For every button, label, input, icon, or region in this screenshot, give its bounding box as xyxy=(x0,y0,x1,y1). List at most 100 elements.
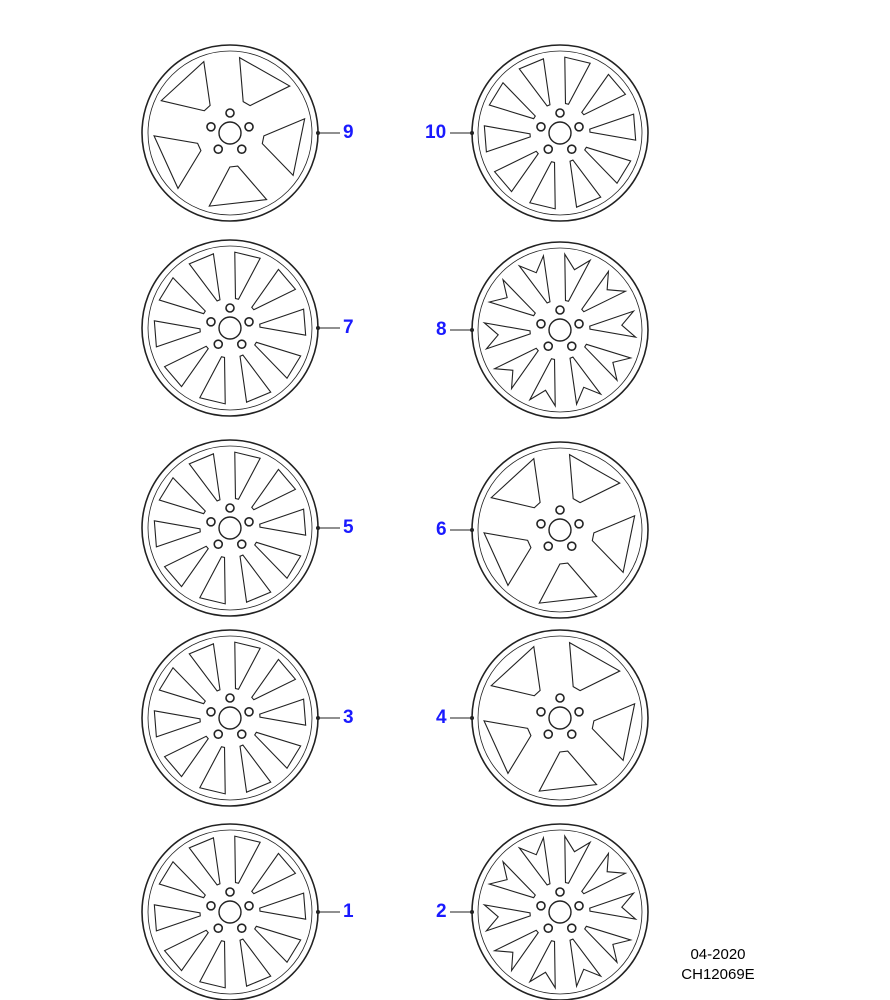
lug-hole xyxy=(555,108,565,118)
spoke-window xyxy=(188,643,221,692)
wheel-rim xyxy=(141,44,319,222)
lug-hole xyxy=(536,519,546,529)
wheel-inner-rim xyxy=(147,50,313,216)
spoke-window xyxy=(254,731,302,770)
wheel-rim xyxy=(471,823,649,1000)
lug-hole xyxy=(236,144,247,154)
spoke-window xyxy=(518,58,551,107)
spoke-window xyxy=(487,277,536,317)
spoke-window xyxy=(568,641,621,692)
lug-hole xyxy=(206,317,216,327)
spoke-window xyxy=(234,835,262,884)
spoke-window xyxy=(188,453,221,502)
leader-dot xyxy=(470,328,474,332)
wheel-rim xyxy=(141,629,319,807)
spoke-window xyxy=(160,60,211,112)
spoke-window xyxy=(584,146,632,185)
spoke-window xyxy=(517,253,551,304)
spoke-window xyxy=(188,837,221,886)
spoke-window xyxy=(153,320,201,348)
lug-hole xyxy=(555,887,565,897)
spoke-window xyxy=(153,135,202,190)
spoke-window xyxy=(538,750,598,792)
callout-6: 6 xyxy=(436,519,447,540)
spoke-window xyxy=(490,457,541,509)
wheel-9 xyxy=(141,44,319,222)
lug-hole xyxy=(543,144,554,154)
wheel-rim xyxy=(471,441,649,619)
callout-3: 3 xyxy=(343,707,354,728)
diagram-date: 04-2020 xyxy=(690,946,746,963)
spoke-window xyxy=(482,321,531,351)
wheel-rim xyxy=(141,239,319,417)
lug-hole xyxy=(566,144,577,154)
callout-5: 5 xyxy=(343,517,354,538)
spoke-window xyxy=(568,453,621,504)
wheel-inner-rim xyxy=(477,829,643,995)
lug-hole xyxy=(244,517,254,527)
spoke-window xyxy=(591,514,636,574)
lug-hole xyxy=(543,729,554,739)
spoke-window xyxy=(492,347,539,391)
wheel-inner-rim xyxy=(147,445,313,611)
spoke-window xyxy=(234,641,262,690)
lug-hole xyxy=(206,707,216,717)
wheel-hub xyxy=(218,516,242,540)
lug-hole xyxy=(225,887,235,897)
spoke-window xyxy=(239,554,272,603)
lug-hole xyxy=(574,122,584,132)
lug-hole xyxy=(225,108,235,118)
spoke-window xyxy=(517,835,551,886)
leader-dot xyxy=(470,131,474,135)
lug-hole xyxy=(543,923,554,933)
spoke-window xyxy=(163,735,209,778)
lug-hole xyxy=(536,122,546,132)
wheel-inner-rim xyxy=(477,635,643,801)
spoke-window xyxy=(564,56,592,105)
spoke-window xyxy=(198,940,226,989)
wheel-10 xyxy=(471,44,649,222)
spoke-window xyxy=(239,938,272,987)
spoke-window xyxy=(153,710,201,738)
wheel-inner-rim xyxy=(147,245,313,411)
spoke-window xyxy=(254,541,302,580)
diagram-code: CH12069E xyxy=(681,966,755,983)
lug-hole xyxy=(225,303,235,313)
wheel-hub xyxy=(218,706,242,730)
spoke-window xyxy=(589,891,638,921)
lug-hole xyxy=(206,517,216,527)
spoke-window xyxy=(259,892,307,920)
spoke-window xyxy=(584,925,633,965)
lug-hole xyxy=(244,317,254,327)
lug-hole xyxy=(213,339,224,349)
callout-1: 1 xyxy=(343,901,354,922)
spoke-window xyxy=(589,309,638,339)
leader-dot xyxy=(316,326,320,330)
spoke-window xyxy=(483,125,531,153)
lug-hole xyxy=(566,541,577,551)
lug-hole xyxy=(574,519,584,529)
lug-hole xyxy=(574,319,584,329)
spoke-window xyxy=(259,508,307,536)
wheel-4 xyxy=(471,629,649,807)
spoke-window xyxy=(581,851,628,895)
leader-dot xyxy=(316,526,320,530)
lug-hole xyxy=(206,122,216,132)
spoke-window xyxy=(208,165,268,207)
callout-10: 10 xyxy=(425,122,447,143)
wheel-3 xyxy=(141,629,319,807)
lug-hole xyxy=(244,901,254,911)
leader-dot xyxy=(470,910,474,914)
lug-hole xyxy=(206,901,216,911)
spoke-window xyxy=(251,268,297,311)
wheel-inner-rim xyxy=(147,829,313,995)
spoke-window xyxy=(163,929,209,972)
spoke-window xyxy=(158,476,206,515)
spoke-window xyxy=(259,308,307,336)
lug-hole xyxy=(213,539,224,549)
lug-hole xyxy=(574,707,584,717)
spoke-window xyxy=(493,150,539,193)
lug-hole xyxy=(566,923,577,933)
lug-hole xyxy=(225,693,235,703)
wheel-hub xyxy=(548,900,572,924)
